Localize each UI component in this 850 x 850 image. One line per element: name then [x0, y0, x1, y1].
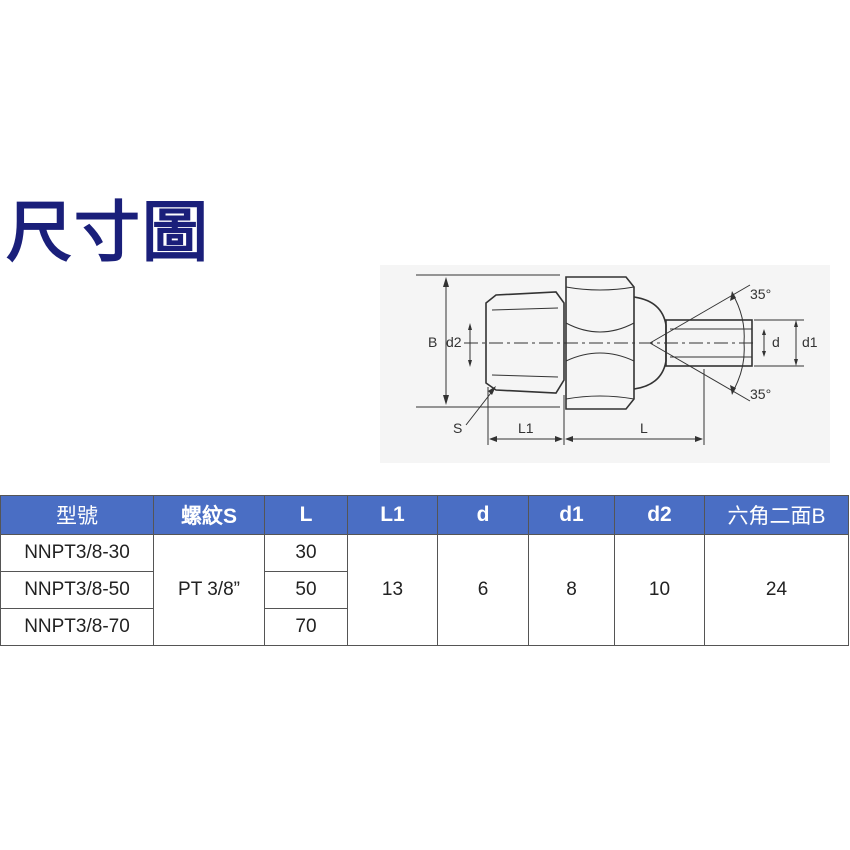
cell-model: NNPT3/8-50: [0, 571, 154, 609]
header-d: d: [437, 495, 529, 535]
d1-arrow-top: [794, 320, 798, 327]
header-d1: d1: [528, 495, 615, 535]
table-row: NNPT3/8-50 50: [0, 571, 849, 609]
d2-arrow-bottom: [468, 360, 472, 367]
cell-thread: PT 3/8”: [153, 534, 265, 646]
cell-d: 6: [437, 534, 529, 646]
s-leader-arrow: [488, 386, 496, 395]
angle-arc-top: [731, 292, 745, 344]
label-l: L: [640, 420, 648, 436]
cell-model: NNPT3/8-30: [0, 534, 154, 572]
thread-body: [485, 291, 565, 394]
header-thread: 螺紋S: [153, 495, 265, 535]
label-angle-top: 35°: [750, 286, 771, 302]
label-d2: d2: [446, 334, 462, 350]
thread-minor-top: [491, 307, 559, 311]
cell-l1: 13: [347, 534, 438, 646]
cell-hex-b: 24: [704, 534, 849, 646]
cell-length: 70: [264, 608, 348, 646]
hex-face-top: [565, 286, 635, 291]
cone-line-bottom: [649, 342, 751, 402]
angle-arc-arrow-bottom: [730, 385, 736, 395]
header-hex-b: 六角二面B: [704, 495, 849, 535]
dimension-drawing: 35° 35° B d2 d d1 S L1 L: [380, 265, 830, 463]
header-d2: d2: [614, 495, 705, 535]
cone-line-top: [649, 284, 751, 344]
label-d1: d1: [802, 334, 818, 350]
cell-length: 30: [264, 534, 348, 572]
hex-face-bottom: [565, 395, 635, 400]
l1-arrow-right: [555, 436, 563, 442]
b-arrow-top: [443, 277, 449, 287]
label-angle-bottom: 35°: [750, 386, 771, 402]
l1-arrow-left: [489, 436, 497, 442]
dimension-diagram-svg: 35° 35° B d2 d d1 S L1 L: [416, 274, 818, 445]
pin: [665, 319, 753, 367]
table-header-row: 型號 螺紋S L L1 d d1 d2 六角二面B: [0, 495, 849, 535]
d1-arrow-bottom: [794, 359, 798, 366]
table-row: NNPT3/8-70 70: [0, 608, 849, 646]
header-l1: L1: [347, 495, 438, 535]
cell-d2: 10: [614, 534, 705, 646]
hex-face-middle-bottom: [565, 352, 635, 362]
angle-arc-bottom: [731, 342, 745, 394]
label-l1: L1: [518, 420, 534, 436]
header-l: L: [264, 495, 348, 535]
l-arrow-left: [565, 436, 573, 442]
label-d: d: [772, 334, 780, 350]
cell-model: NNPT3/8-70: [0, 608, 154, 646]
thread-minor-bottom: [491, 374, 559, 378]
table-row: NNPT3/8-30 PT 3/8” 30 13 6 8 10 24: [0, 534, 849, 646]
cell-length: 50: [264, 571, 348, 609]
s-leader-line: [465, 388, 495, 426]
label-s: S: [453, 420, 462, 436]
angle-arc-arrow-top: [730, 291, 736, 301]
spec-table: 型號 螺紋S L L1 d d1 d2 六角二面B NNPT3/8-30 PT …: [0, 495, 849, 646]
label-b: B: [428, 334, 437, 350]
hex-face-middle-top: [565, 322, 635, 333]
l-arrow-right: [695, 436, 703, 442]
b-arrow-bottom: [443, 395, 449, 405]
page-title: 尺寸圖: [6, 194, 210, 271]
d-arrow-top: [762, 329, 766, 335]
cell-d1: 8: [528, 534, 615, 646]
header-model: 型號: [0, 495, 154, 535]
d-arrow-bottom: [762, 351, 766, 357]
d2-arrow-top: [468, 323, 472, 330]
